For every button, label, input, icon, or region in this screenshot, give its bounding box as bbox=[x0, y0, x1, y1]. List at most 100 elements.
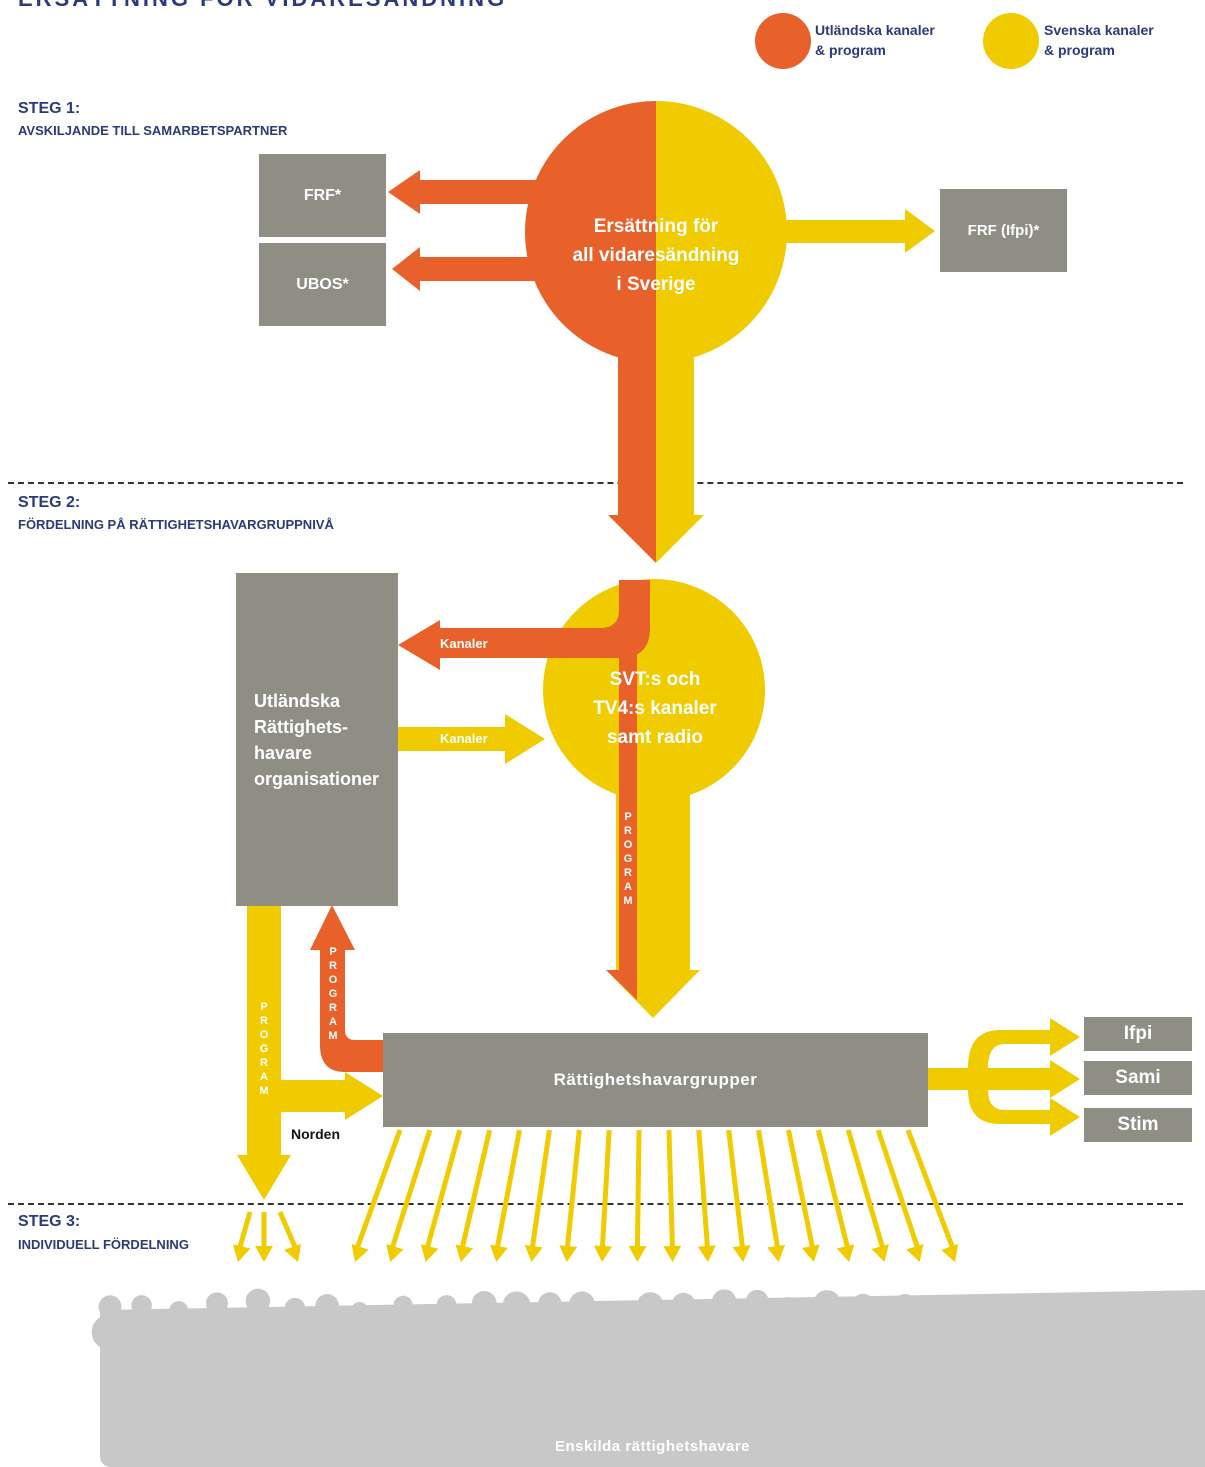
crowd-head bbox=[875, 1344, 897, 1366]
crowd-head bbox=[802, 1404, 823, 1425]
crowd-head bbox=[131, 1295, 152, 1316]
distribution-arrow-shaft bbox=[845, 1129, 887, 1255]
groups-box: Rättighetshavargrupper bbox=[383, 1033, 928, 1127]
foreign-orgs-line2: Rättighets- bbox=[254, 716, 348, 737]
crowd-body bbox=[804, 1313, 850, 1350]
foreign-orgs-line4: organisationer bbox=[254, 768, 380, 789]
crowd-head bbox=[813, 1290, 841, 1318]
crowd-body bbox=[116, 1418, 152, 1455]
arrow-program-down bbox=[237, 1155, 291, 1200]
arrow-to-frf-ifpi bbox=[780, 209, 935, 253]
crowd-head bbox=[636, 1292, 664, 1320]
crowd-head bbox=[312, 1403, 341, 1432]
crowd-body bbox=[199, 1310, 235, 1347]
distribution-arrow-shaft bbox=[564, 1129, 582, 1255]
crowd-head bbox=[548, 1398, 575, 1426]
crowd-head bbox=[948, 1347, 976, 1375]
distribution-arrow-head bbox=[455, 1244, 474, 1262]
crowd-body bbox=[906, 1366, 943, 1403]
arrow-program-svt bbox=[606, 970, 637, 1000]
crowd-body bbox=[870, 1421, 900, 1458]
distribution-arrow-head bbox=[732, 1245, 751, 1262]
crowd-body bbox=[339, 1420, 379, 1457]
crowd-head bbox=[711, 1289, 737, 1314]
crowd-head bbox=[776, 1297, 800, 1320]
crowd-head bbox=[947, 1401, 971, 1425]
distribution-arrow-shaft bbox=[528, 1129, 552, 1255]
distribution-arrow-head bbox=[697, 1245, 716, 1262]
crowd-head bbox=[165, 1406, 190, 1430]
crowd-head bbox=[800, 1345, 823, 1367]
program-letter: O bbox=[623, 839, 633, 851]
distribution-arrow-head bbox=[593, 1245, 612, 1262]
crowd-body bbox=[683, 1369, 713, 1406]
crowd-head bbox=[230, 1345, 254, 1368]
frf-box: FRF* bbox=[259, 154, 386, 237]
crowd-head bbox=[1065, 1355, 1089, 1378]
crowd-head bbox=[238, 1409, 262, 1432]
distribution-arrow-shaft bbox=[786, 1129, 817, 1255]
crowd-body bbox=[901, 1419, 936, 1456]
program-letter: R bbox=[624, 867, 632, 879]
crowd-body bbox=[1019, 1373, 1056, 1410]
crowd-head bbox=[1108, 1349, 1131, 1373]
program-letter: R bbox=[260, 1015, 268, 1027]
crowd-body bbox=[1174, 1372, 1205, 1409]
crowd-head bbox=[913, 1348, 936, 1371]
crowd-head bbox=[689, 1355, 708, 1374]
crowd-body bbox=[704, 1309, 744, 1346]
legend-swedish-label: Svenska kanaler & program bbox=[1044, 22, 1154, 58]
distribution-arrow-shaft bbox=[815, 1129, 852, 1255]
crowd-body bbox=[990, 1320, 1035, 1357]
crowd-head bbox=[502, 1291, 531, 1320]
distribution-arrow-head bbox=[941, 1243, 959, 1262]
crowd-head bbox=[988, 1356, 1008, 1376]
program-letter: G bbox=[623, 853, 633, 865]
kanaler-out-channel bbox=[430, 580, 650, 658]
crowd-head bbox=[112, 1350, 132, 1369]
svt-bulb-text: SVT:s och TV4:s kanaler samt radio bbox=[545, 665, 765, 752]
main-bulb bbox=[525, 101, 787, 563]
crowd-body bbox=[1101, 1368, 1138, 1405]
main-bulb-line2: all vidaresändning bbox=[572, 245, 740, 266]
distribution-arrow-head bbox=[351, 1243, 369, 1262]
program-return-channel bbox=[320, 950, 385, 1072]
crowd-head bbox=[697, 1399, 719, 1421]
crowd-body bbox=[435, 1419, 471, 1456]
crowd-head bbox=[1117, 1294, 1138, 1315]
crowd-body bbox=[125, 1311, 158, 1348]
crowd-head bbox=[1133, 1403, 1155, 1425]
step1-subtitle: AVSKILJANDE TILL SAMARBETSPARTNER bbox=[18, 123, 288, 138]
distribution-arrow-head bbox=[284, 1243, 302, 1262]
crowd-head bbox=[833, 1409, 853, 1429]
crowd-head bbox=[764, 1350, 791, 1376]
program-letter: A bbox=[329, 1016, 337, 1028]
main-bulb-line1: Ersättning för bbox=[593, 216, 719, 237]
crowd-body bbox=[1127, 1420, 1161, 1457]
crowd-head bbox=[512, 1403, 540, 1431]
ubos-box: UBOS* bbox=[259, 243, 386, 326]
crowd-body bbox=[755, 1420, 799, 1457]
program-letter: O bbox=[259, 1029, 269, 1041]
crowd-head bbox=[475, 1344, 499, 1368]
crowd-head bbox=[509, 1344, 533, 1368]
crowd-body bbox=[238, 1309, 278, 1346]
distribution-arrow-shaft bbox=[387, 1129, 433, 1255]
crowd-body bbox=[561, 1313, 603, 1350]
program-letter: M bbox=[259, 1085, 269, 1097]
crowd-head bbox=[373, 1343, 400, 1371]
crowd-head bbox=[200, 1406, 226, 1433]
crowd-body bbox=[757, 1371, 798, 1408]
crowd-body bbox=[344, 1316, 375, 1353]
crowd-body bbox=[304, 1427, 350, 1464]
crowd-body bbox=[163, 1315, 194, 1352]
arrow-kanaler-out bbox=[398, 620, 440, 670]
distribution-arrow-shaft bbox=[423, 1129, 463, 1255]
crowd-body bbox=[539, 1364, 572, 1401]
crowd-body bbox=[578, 1427, 615, 1464]
distribution-arrow-head bbox=[628, 1245, 647, 1262]
crowd-body bbox=[739, 1308, 776, 1345]
crowd-body bbox=[192, 1428, 234, 1465]
